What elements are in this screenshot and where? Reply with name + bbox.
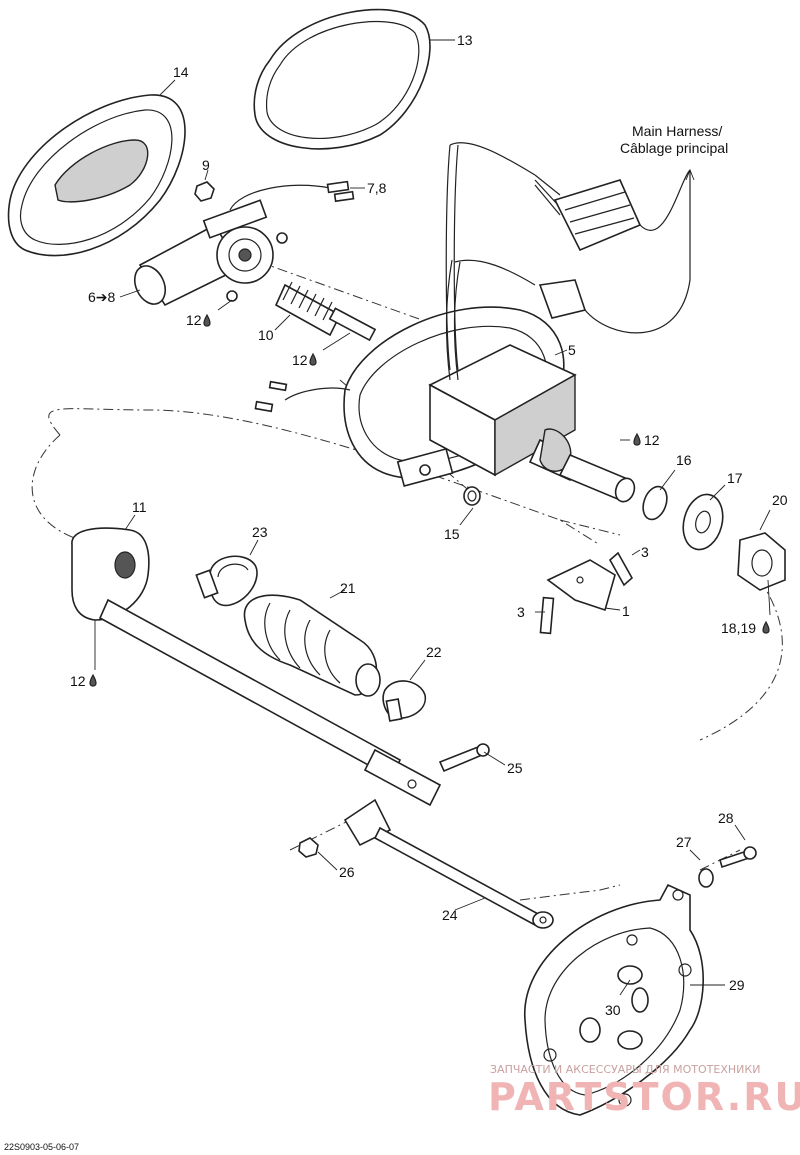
cover-part-14 [7, 94, 186, 257]
assembly-line-rod [519, 884, 621, 901]
boot-part-21 [243, 594, 381, 697]
label-20: 20 [772, 492, 788, 508]
assembly-line-bottom [559, 519, 621, 536]
assembly-line-motor [239, 254, 451, 331]
label-25: 25 [507, 760, 523, 776]
label-27: 27 [676, 834, 692, 850]
leader-lines [94, 39, 771, 996]
label-30: 30 [605, 1002, 621, 1018]
label-26: 26 [339, 864, 355, 880]
label-6-8: 6➔8 [88, 289, 116, 305]
nut-part-20 [737, 532, 786, 591]
label-12-shaft11: 12 [70, 673, 86, 689]
lubricant-drop-icon [762, 620, 770, 634]
assembly-line-nut [289, 819, 351, 851]
label-29: 29 [729, 977, 745, 993]
clamp-part-23 [195, 555, 258, 607]
watermark-line2: PARTSTOR.RU [488, 1075, 800, 1119]
o-ring-part-16 [642, 485, 668, 521]
label-9: 9 [202, 157, 210, 173]
label-3-bottom: 3 [517, 604, 525, 620]
mount-part-29 [524, 883, 704, 1116]
label-24: 24 [442, 907, 458, 923]
bolt-part-25 [438, 743, 490, 773]
harness-caption-line2: Câblage principal [620, 140, 728, 156]
nut-part-26 [298, 837, 319, 858]
label-5: 5 [568, 342, 576, 358]
connector-part-7-8 [229, 180, 355, 211]
label-11: 11 [132, 499, 147, 515]
assembly-line-loop [31, 434, 81, 541]
harness-connector [534, 168, 695, 334]
label-23: 23 [252, 524, 268, 540]
output-shaft [528, 428, 636, 503]
label-12-output: 12 [644, 432, 660, 448]
bracket-part-1 [539, 551, 634, 635]
nut-part-9 [194, 181, 215, 202]
shaft-part-11 [71, 527, 442, 807]
wire-terminals [254, 380, 351, 413]
label-22: 22 [426, 644, 442, 660]
lubricant-drop-icon [203, 313, 211, 327]
drawing-code: 22S0903-05-06-07 [4, 1142, 79, 1152]
assembly-line-main [48, 408, 601, 546]
washer-part-27 [698, 868, 714, 888]
label-15: 15 [444, 526, 460, 542]
lubricant-drop-icon [309, 352, 317, 366]
belt-part-13 [253, 8, 431, 150]
assembly-line-right [699, 579, 783, 741]
watermark-line1: ЗАПЧАСТИ И АКСЕССУАРЫ ДЛЯ МОТОТЕХНИКИ [490, 1063, 760, 1076]
washer-part-17 [682, 493, 724, 551]
label-12-motor: 12 [186, 312, 202, 328]
bushing-part-15 [463, 486, 481, 506]
actuator-part-5 [343, 142, 577, 488]
motor-part-6-8 [133, 199, 288, 307]
label-1: 1 [622, 603, 630, 619]
lubricant-drop-icon [89, 673, 97, 687]
label-10: 10 [258, 327, 274, 343]
label-21: 21 [340, 580, 356, 596]
worm-shaft-part-10 [274, 281, 377, 342]
label-18-19: 18,19 [721, 620, 756, 636]
label-16: 16 [676, 452, 692, 468]
clamp-part-22 [382, 680, 426, 722]
label-28: 28 [718, 810, 734, 826]
harness-caption-line1: Main Harness/ [632, 123, 722, 139]
label-17: 17 [727, 470, 743, 486]
label-3-top: 3 [641, 544, 649, 560]
screw-part-28 [719, 846, 757, 869]
label-14: 14 [173, 64, 189, 80]
label-13: 13 [457, 32, 473, 48]
label-7-8: 7,8 [367, 180, 387, 196]
rod-part-24 [343, 798, 554, 929]
lubricant-drop-icon [633, 432, 641, 446]
label-12-shaft: 12 [292, 352, 308, 368]
